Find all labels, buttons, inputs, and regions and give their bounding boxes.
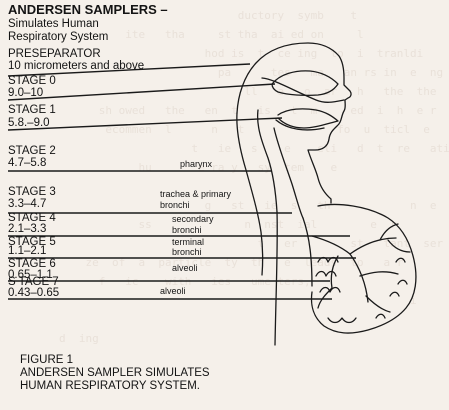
trachea-left	[275, 212, 277, 345]
bronchus-lower	[350, 254, 368, 302]
stage-0-range: 9.0–10	[8, 88, 43, 100]
stage-7-range: 0.43–0.65	[8, 288, 59, 300]
branch-c	[360, 272, 398, 276]
stage-3-range: 3.3–4.7	[8, 199, 46, 211]
figure-caption-1: ANDERSEN SAMPLER SIMULATES	[20, 368, 210, 380]
header-line-2: Simulates Human	[8, 19, 99, 31]
branch-d	[366, 296, 390, 312]
header-line-1: ANDERSEN SAMPLERS –	[8, 3, 168, 16]
preseparator-title: PRESEPARATOR	[8, 49, 101, 61]
stage-4-range: 2.1–3.3	[8, 224, 46, 236]
neck-back	[237, 113, 263, 275]
nasal-cavity	[272, 71, 338, 96]
alveoli-cluster-left	[316, 258, 340, 293]
trachea-right	[303, 218, 312, 286]
stage-0-name: STAGE 0	[8, 76, 56, 88]
preseparator-range: 10 micrometers and above	[8, 61, 144, 73]
label-terminal-line1: terminal	[172, 238, 204, 247]
branch-b	[388, 240, 410, 252]
pharynx-wall-left	[258, 110, 277, 212]
main-bronchus	[312, 236, 350, 254]
stage-5-range: 1.1–2.1	[8, 246, 46, 258]
oral-cavity	[278, 109, 338, 128]
label-alveoli-stage6: alveoli	[172, 264, 198, 273]
label-trachea-line2: bronchi	[160, 201, 190, 210]
figure-caption-2: HUMAN RESPIRATORY SYSTEM.	[20, 381, 200, 393]
stage-2-name: STAGE 2	[8, 146, 56, 158]
header-line-3: Respiratory System	[8, 32, 108, 44]
label-secondary-line2: bronchi	[172, 226, 202, 235]
label-terminal-line2: bronchi	[172, 248, 202, 257]
stage-3-name: STAGE 3	[8, 187, 56, 199]
alveoli-cluster-right	[376, 258, 407, 318]
head-profile-outer	[237, 43, 351, 203]
pharynx-wall-right	[274, 128, 303, 218]
label-secondary-line1: secondary	[172, 215, 214, 224]
figure-label: FIGURE 1	[20, 355, 73, 367]
label-alveoli-stage7: alveoli	[160, 287, 186, 296]
stage-2-range: 4.7–5.8	[8, 158, 46, 170]
stage-1-name: STAGE 1	[8, 105, 56, 117]
alveoli-cluster-bottom	[328, 318, 356, 323]
stage-1-range: 5.8.–9.0	[8, 118, 50, 130]
lung-outline	[312, 205, 416, 334]
label-trachea-line1: trachea & primary	[160, 190, 231, 199]
label-pharynx: pharynx	[180, 160, 212, 169]
